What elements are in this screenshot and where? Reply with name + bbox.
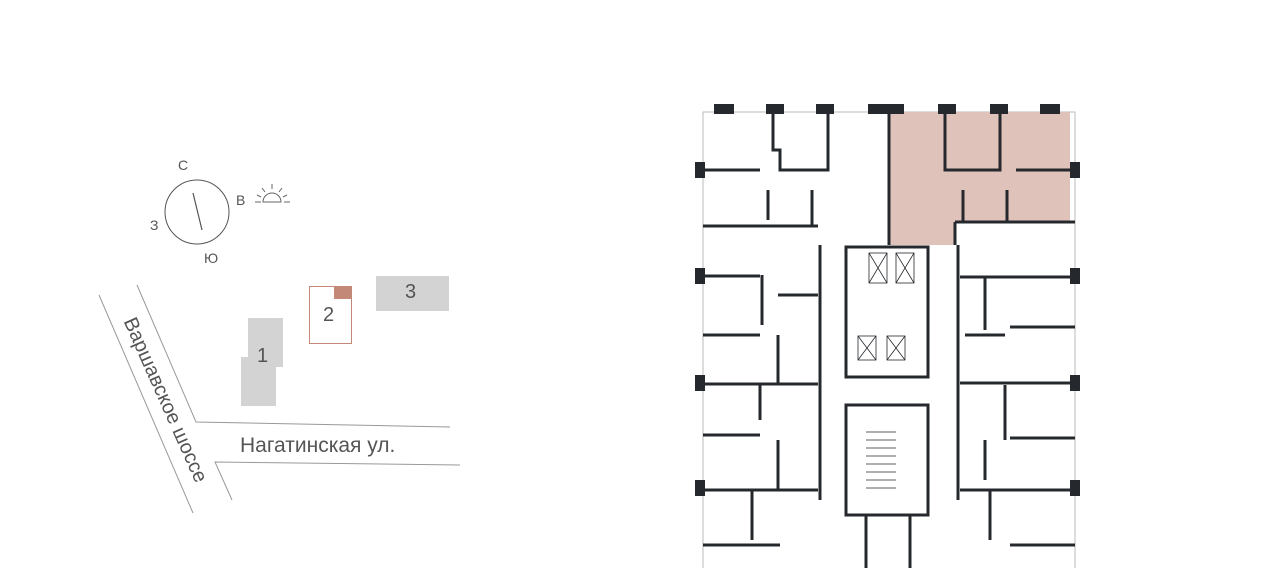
building-2-selected[interactable]: 2 xyxy=(309,286,352,344)
compass-circle xyxy=(164,179,230,245)
building-1-lower[interactable] xyxy=(241,357,276,406)
compass-east-label: В xyxy=(236,192,246,208)
columns xyxy=(695,104,1080,496)
highlighted-apartment[interactable] xyxy=(889,112,1070,245)
walls xyxy=(703,112,1075,568)
roads xyxy=(98,284,461,514)
compass-south-label: Ю xyxy=(204,250,219,266)
compass-north-label: С xyxy=(178,157,189,173)
selected-section-marker xyxy=(334,287,351,299)
staircase xyxy=(866,431,896,489)
compass-needle-icon xyxy=(192,192,203,231)
building-3[interactable]: 3 xyxy=(376,276,449,311)
sunrise-icon xyxy=(255,184,290,203)
street-label-nagatinskaya: Нагатинская ул. xyxy=(240,434,396,457)
elevators xyxy=(857,252,915,489)
compass-west-label: З xyxy=(150,217,159,233)
building-1-number: 1 xyxy=(257,345,269,367)
